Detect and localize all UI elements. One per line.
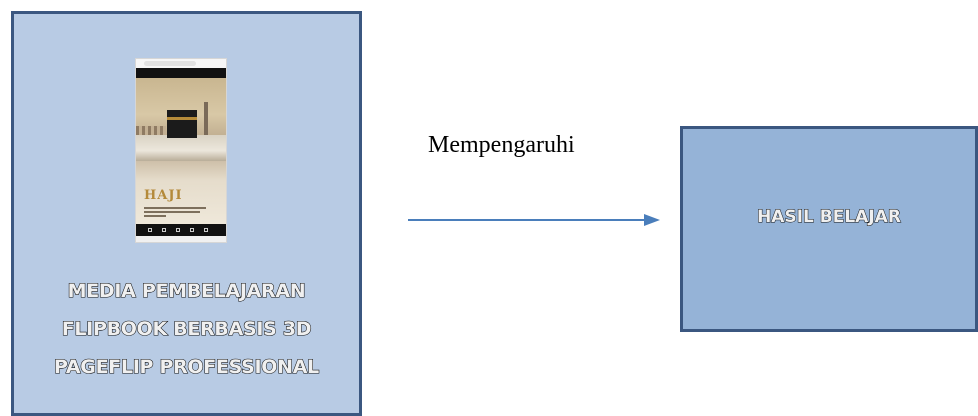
result-box: HASIL BELAJAR xyxy=(680,126,978,332)
android-nav-bar xyxy=(136,236,226,242)
media-label-line-3: PAGEFLIP PROFESSIONAL xyxy=(53,355,319,378)
media-label-line-1: MEDIA PEMBELAJARAN xyxy=(67,279,306,302)
arrow-label: Mempengaruhi xyxy=(428,132,575,158)
cover-title: HAJI xyxy=(144,188,183,203)
influence-arrow xyxy=(408,214,660,226)
flipbook-toolbar xyxy=(136,224,226,236)
app-header-bar xyxy=(136,68,226,78)
result-label: HASIL BELAJAR xyxy=(757,207,902,228)
media-box: HAJI MEDIA PEMBELAJARAN FLIPBOOK BERBASI… xyxy=(11,11,362,416)
media-label: MEDIA PEMBELAJARAN FLIPBOOK BERBASIS 3D … xyxy=(14,272,359,386)
book-cover-image: HAJI xyxy=(136,78,226,224)
flipbook-phone-screenshot: HAJI xyxy=(135,58,227,243)
media-label-line-2: FLIPBOOK BERBASIS 3D xyxy=(61,317,312,340)
